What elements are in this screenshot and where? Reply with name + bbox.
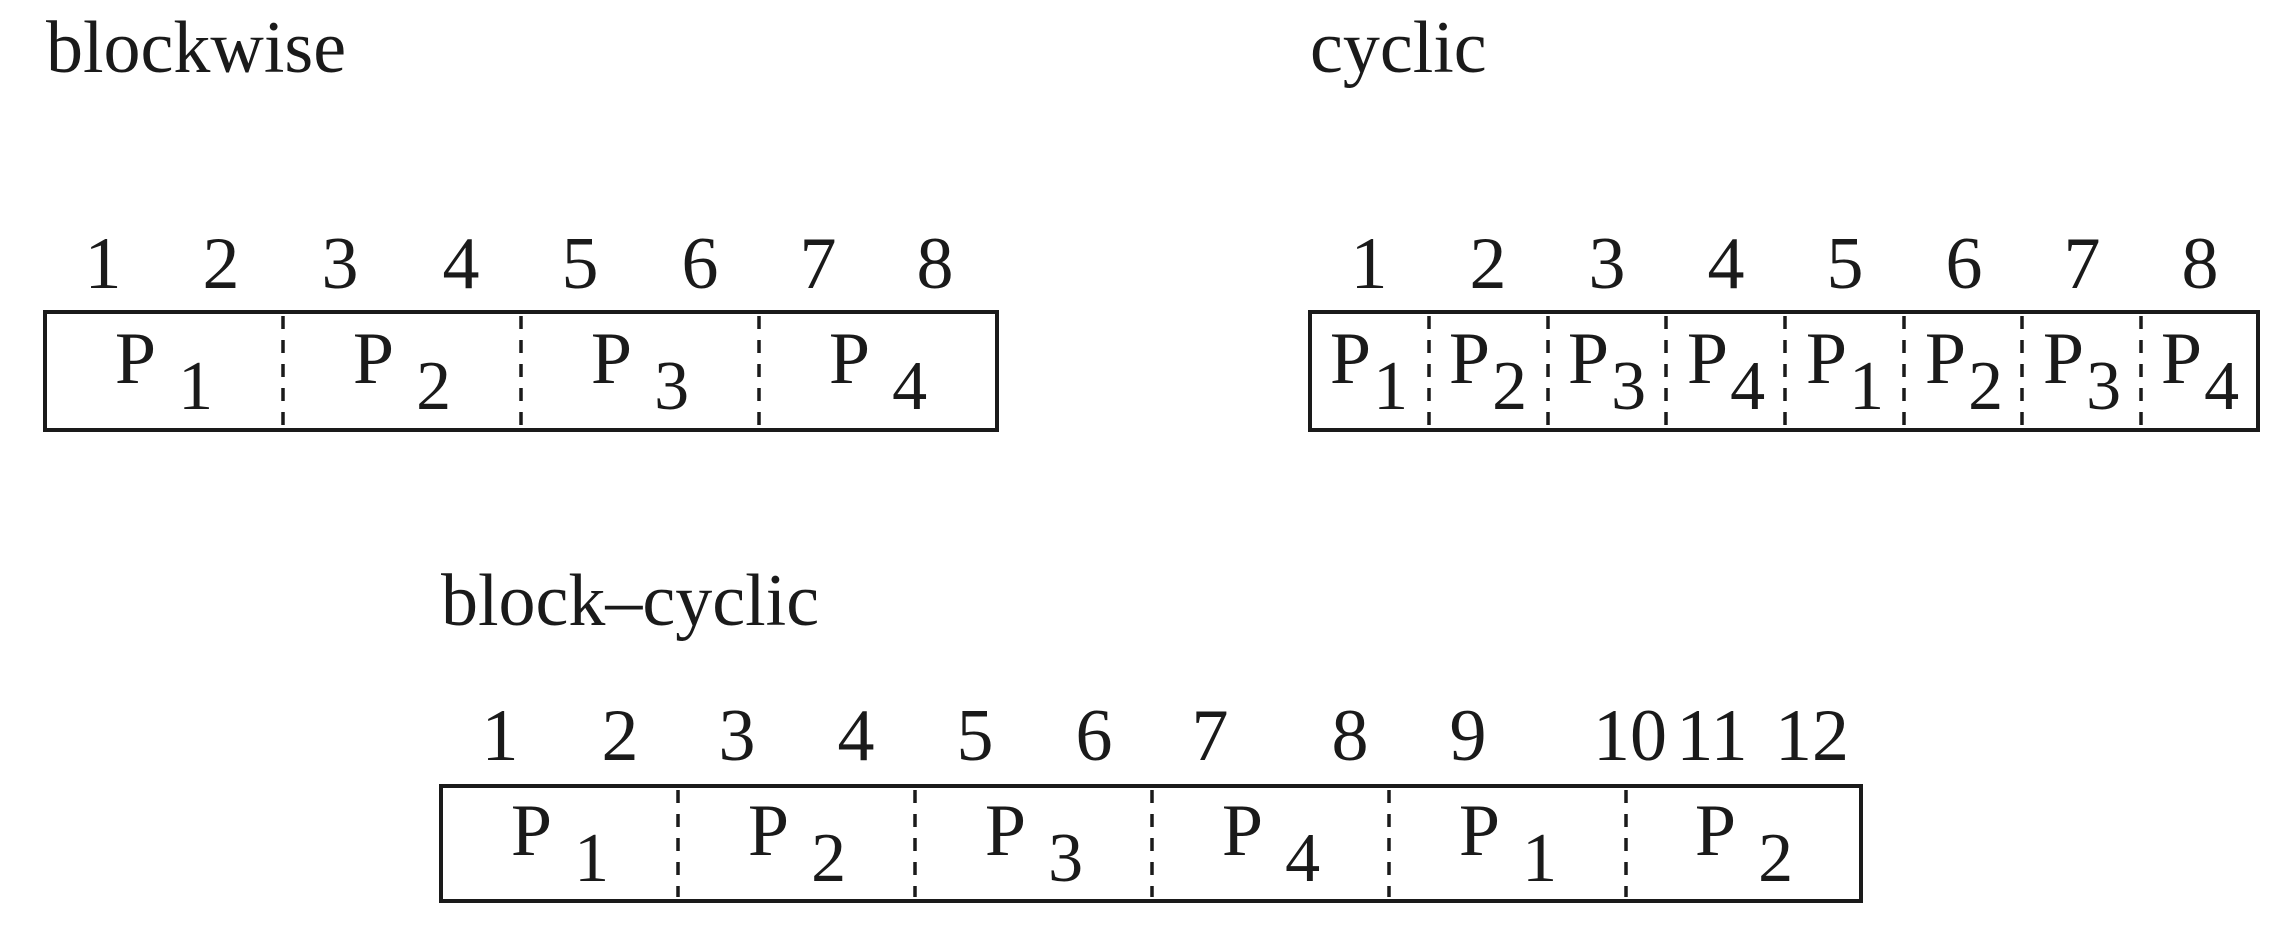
- processor-subscript: 3: [654, 348, 689, 425]
- cyclic-index-label: 7: [2064, 223, 2101, 305]
- processor-subscript: 3: [1611, 348, 1646, 425]
- cyclic-processor-label: P3: [2043, 318, 2121, 425]
- processor-letter: P: [1568, 318, 1609, 400]
- cyclic-processor-label: P3: [1568, 318, 1646, 425]
- processor-subscript: 1: [1522, 820, 1557, 897]
- block-cyclic-index-label: 10: [1593, 695, 1667, 777]
- processor-subscript: 4: [2204, 348, 2239, 425]
- processor-subscript: 2: [1968, 348, 2003, 425]
- processor-letter: P: [2043, 318, 2084, 400]
- block-cyclic-index-label: 4: [838, 695, 875, 777]
- processor-subscript: 1: [178, 348, 213, 425]
- processor-subscript: 1: [1849, 348, 1884, 425]
- processor-subscript: 4: [1730, 348, 1765, 425]
- block-cyclic-index-label: 2: [602, 695, 639, 777]
- processor-letter: P: [115, 318, 156, 400]
- processor-letter: P: [1806, 318, 1847, 400]
- processor-letter: P: [1449, 318, 1490, 400]
- processor-letter: P: [985, 790, 1026, 872]
- blockwise-index-label: 3: [322, 223, 359, 305]
- cyclic-title: cyclic: [1310, 7, 1487, 89]
- processor-letter: P: [829, 318, 870, 400]
- cyclic-processor-label: P1: [1330, 318, 1408, 425]
- processor-subscript: 2: [1492, 348, 1527, 425]
- block-cyclic-index-label: 9: [1450, 695, 1487, 777]
- cyclic-processor-label: P1: [1806, 318, 1884, 425]
- cyclic-processor-label: P2: [1449, 318, 1527, 425]
- blockwise-index-label: 7: [800, 223, 837, 305]
- processor-letter: P: [2161, 318, 2202, 400]
- block-cyclic-index-label: 5: [957, 695, 994, 777]
- block-cyclic-index-label: 6: [1076, 695, 1113, 777]
- cyclic-index-label: 4: [1708, 223, 1745, 305]
- processor-letter: P: [748, 790, 789, 872]
- blockwise-index-label: 8: [917, 223, 954, 305]
- cyclic-array-box: [1308, 310, 2260, 432]
- blockwise-array-box: [43, 310, 999, 432]
- processor-subscript: 1: [574, 820, 609, 897]
- processor-letter: P: [1695, 790, 1736, 872]
- block-cyclic-title: block–cyclic: [441, 560, 819, 642]
- block-cyclic-index-label: 1: [482, 695, 519, 777]
- processor-subscript: 1: [1373, 348, 1408, 425]
- block-cyclic-index-label: 12: [1775, 695, 1849, 777]
- blockwise-index-label: 1: [85, 223, 122, 305]
- cyclic-processor-label: P2: [1925, 318, 2003, 425]
- processor-subscript: 3: [2086, 348, 2121, 425]
- block-cyclic-index-label: 7: [1192, 695, 1229, 777]
- processor-subscript: 4: [892, 348, 927, 425]
- processor-subscript: 4: [1285, 820, 1320, 897]
- block-cyclic-index-label: 8: [1332, 695, 1369, 777]
- blockwise-title: blockwise: [46, 7, 346, 89]
- cyclic-index-label: 6: [1946, 223, 1983, 305]
- cyclic-index-label: 8: [2182, 223, 2219, 305]
- processor-subscript: 2: [811, 820, 846, 897]
- block-cyclic-index-label: 3: [719, 695, 756, 777]
- cyclic-index-label: 1: [1351, 223, 1388, 305]
- cyclic-index-label: 5: [1827, 223, 1864, 305]
- processor-subscript: 2: [416, 348, 451, 425]
- cyclic-processor-label: P4: [2161, 318, 2239, 425]
- blockwise-index-label: 6: [682, 223, 719, 305]
- processor-letter: P: [353, 318, 394, 400]
- cyclic-index-label: 3: [1589, 223, 1626, 305]
- processor-letter: P: [1459, 790, 1500, 872]
- processor-subscript: 2: [1758, 820, 1793, 897]
- processor-subscript: 3: [1048, 820, 1083, 897]
- cyclic-index-label: 2: [1470, 223, 1507, 305]
- processor-letter: P: [1925, 318, 1966, 400]
- processor-letter: P: [1330, 318, 1371, 400]
- processor-letter: P: [1222, 790, 1263, 872]
- processor-letter: P: [511, 790, 552, 872]
- blockwise-index-label: 5: [562, 223, 599, 305]
- processor-letter: P: [591, 318, 632, 400]
- processor-letter: P: [1687, 318, 1728, 400]
- block-cyclic-array-box: [439, 784, 1863, 903]
- cyclic-processor-label: P4: [1687, 318, 1765, 425]
- blockwise-index-label: 4: [443, 223, 480, 305]
- block-cyclic-index-label: 11: [1676, 695, 1747, 777]
- blockwise-index-label: 2: [203, 223, 240, 305]
